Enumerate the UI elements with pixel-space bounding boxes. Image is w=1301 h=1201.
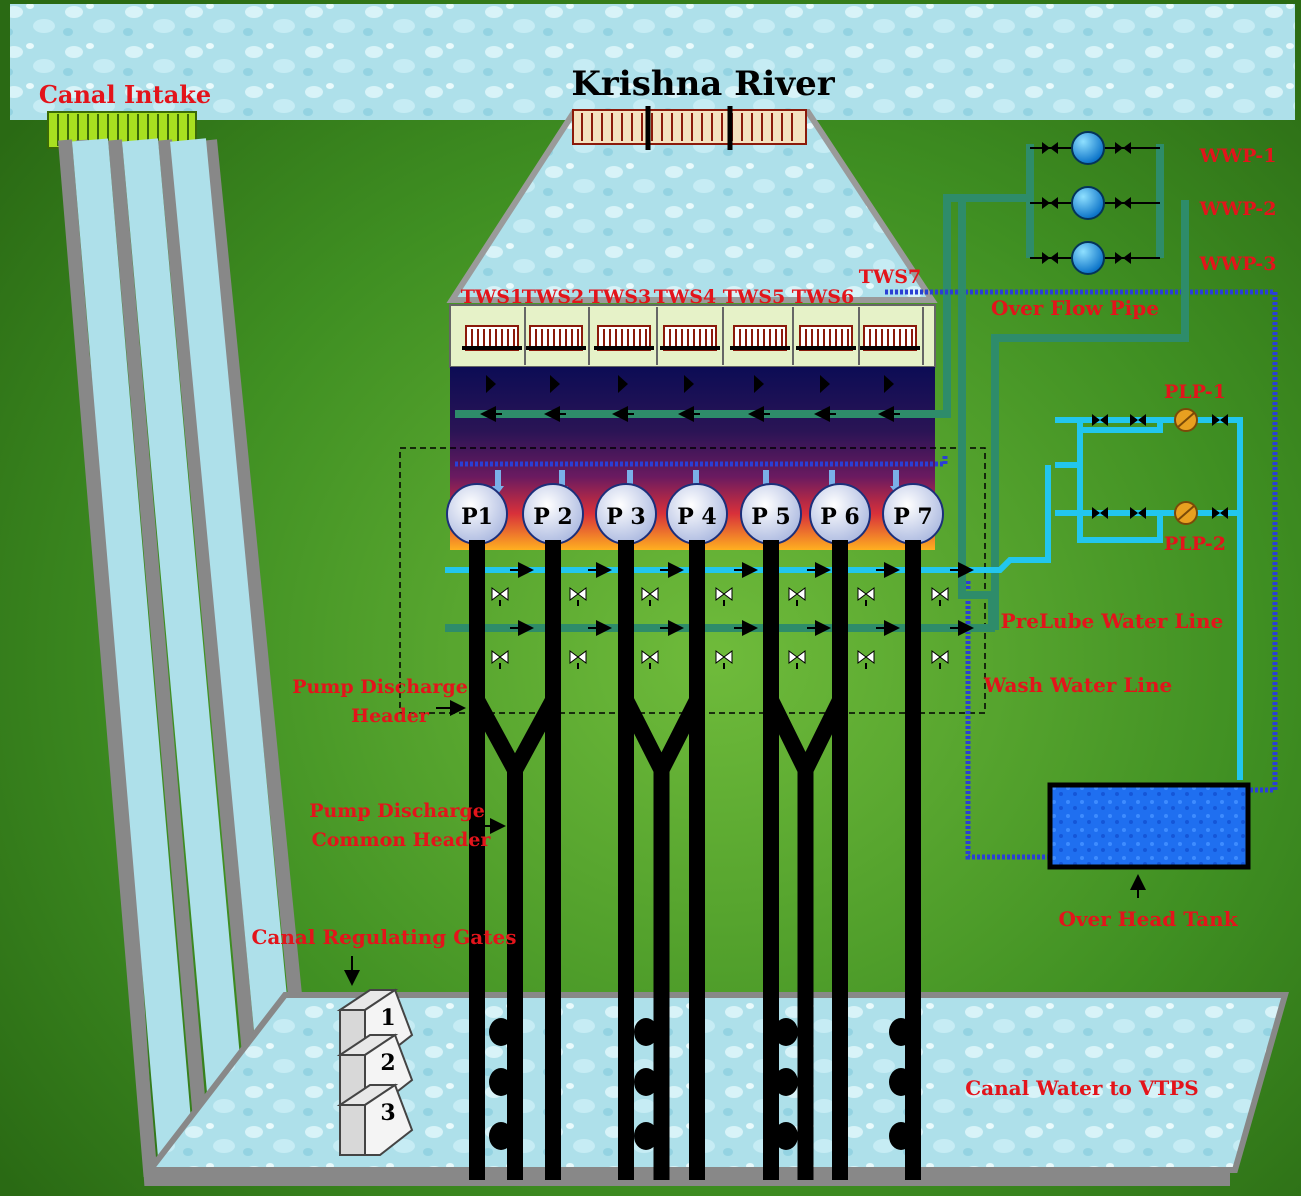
pump-label-3: P 3 <box>606 504 646 530</box>
canal-regulating-gate-3[interactable]: 3 <box>336 1083 414 1156</box>
tws-label-6: TWS6 <box>792 286 854 308</box>
overflow-to-tank <box>885 289 1278 793</box>
pump-label-2: P 2 <box>533 504 573 530</box>
intake-screen <box>572 106 807 150</box>
label-prelube-water-line: PreLube Water Line <box>1001 609 1224 633</box>
pump-5[interactable]: P 5 <box>740 483 802 545</box>
label-pump-discharge-common-header-1: Pump Discharge <box>309 800 485 822</box>
pump-discharge-pipes <box>469 540 921 1180</box>
label-pump-discharge-header-1: Pump Discharge <box>292 676 468 698</box>
tws-screen-7 <box>860 325 920 351</box>
pump-label-1: P1 <box>461 504 493 530</box>
wash-water-pump-1[interactable] <box>1071 131 1105 165</box>
line-valves <box>491 562 974 669</box>
canal-water-to-vtps <box>143 992 1289 1173</box>
label-arrows <box>344 700 1146 986</box>
label-over-flow-pipe: Over Flow Pipe <box>991 296 1159 320</box>
pump-label-4: P 4 <box>677 504 717 530</box>
gate-number-1: 1 <box>380 1005 395 1031</box>
label-wwp-2: WWP-2 <box>1198 198 1276 220</box>
prelube-pump-2[interactable] <box>1174 501 1198 525</box>
canal-regulating-gates: 1 2 3 <box>336 988 414 1156</box>
label-plp-2: PLP-2 <box>1164 533 1226 555</box>
wash-water-pump-3[interactable] <box>1071 241 1105 275</box>
label-plp-1: PLP-1 <box>1164 381 1226 403</box>
title-krishna-river: Krishna River <box>571 64 835 104</box>
label-wwp-3: WWP-3 <box>1198 253 1276 275</box>
tank-outlet-line <box>965 580 1050 860</box>
gate-number-2: 2 <box>380 1050 395 1076</box>
tws-label-3: TWS3 <box>589 286 651 308</box>
pump-3[interactable]: P 3 <box>595 483 657 545</box>
tws-label-2: TWS2 <box>522 286 584 308</box>
label-canal-regulating-gates: Canal Regulating Gates <box>252 925 517 949</box>
tws-screen-2 <box>526 325 586 351</box>
label-wash-water-line: Wash Water Line <box>983 673 1173 697</box>
tws-label-5: TWS5 <box>723 286 785 308</box>
tws-label-4: TWS4 <box>654 286 716 308</box>
gate-number-3: 3 <box>380 1100 395 1126</box>
tws-screen-3 <box>594 325 654 351</box>
tws-screen-1 <box>462 325 522 351</box>
pump-label-5: P 5 <box>751 504 791 530</box>
pump-label-7: P 7 <box>893 504 933 530</box>
pump-2[interactable]: P 2 <box>522 483 584 545</box>
krishna-river <box>10 4 1295 120</box>
pump-4[interactable]: P 4 <box>666 483 728 545</box>
tws-screen-5 <box>730 325 790 351</box>
prelube-pump-1[interactable] <box>1174 408 1198 432</box>
wash-water-pump-2[interactable] <box>1071 186 1105 220</box>
over-flow-pipe-line <box>455 455 948 467</box>
pump-6[interactable]: P 6 <box>809 483 871 545</box>
label-over-head-tank: Over Head Tank <box>1058 907 1238 931</box>
tws-label-1: TWS1 <box>461 286 523 308</box>
label-pump-discharge-header-2: Header <box>351 705 430 727</box>
pumps: P1 P 2 P 3 P 4 P 5 P 6 P 7 <box>446 483 944 545</box>
pump-label-6: P 6 <box>820 504 860 530</box>
over-head-tank <box>1047 782 1251 870</box>
label-pump-discharge-common-header-2: Common Header <box>312 829 492 851</box>
tws-label-7: TWS7 <box>859 266 921 288</box>
tws-screen-4 <box>660 325 720 351</box>
label-wwp-1: WWP-1 <box>1198 145 1276 167</box>
wash-water-pump-header <box>958 144 1189 630</box>
sump-return-line <box>455 194 1034 418</box>
label-canal-water-to-vtps: Canal Water to VTPS <box>965 1076 1199 1100</box>
pump-1[interactable]: P1 <box>446 483 508 545</box>
label-canal-intake: Canal Intake <box>39 80 211 109</box>
pump-7[interactable]: P 7 <box>882 483 944 545</box>
tws-screen-6 <box>796 325 856 351</box>
